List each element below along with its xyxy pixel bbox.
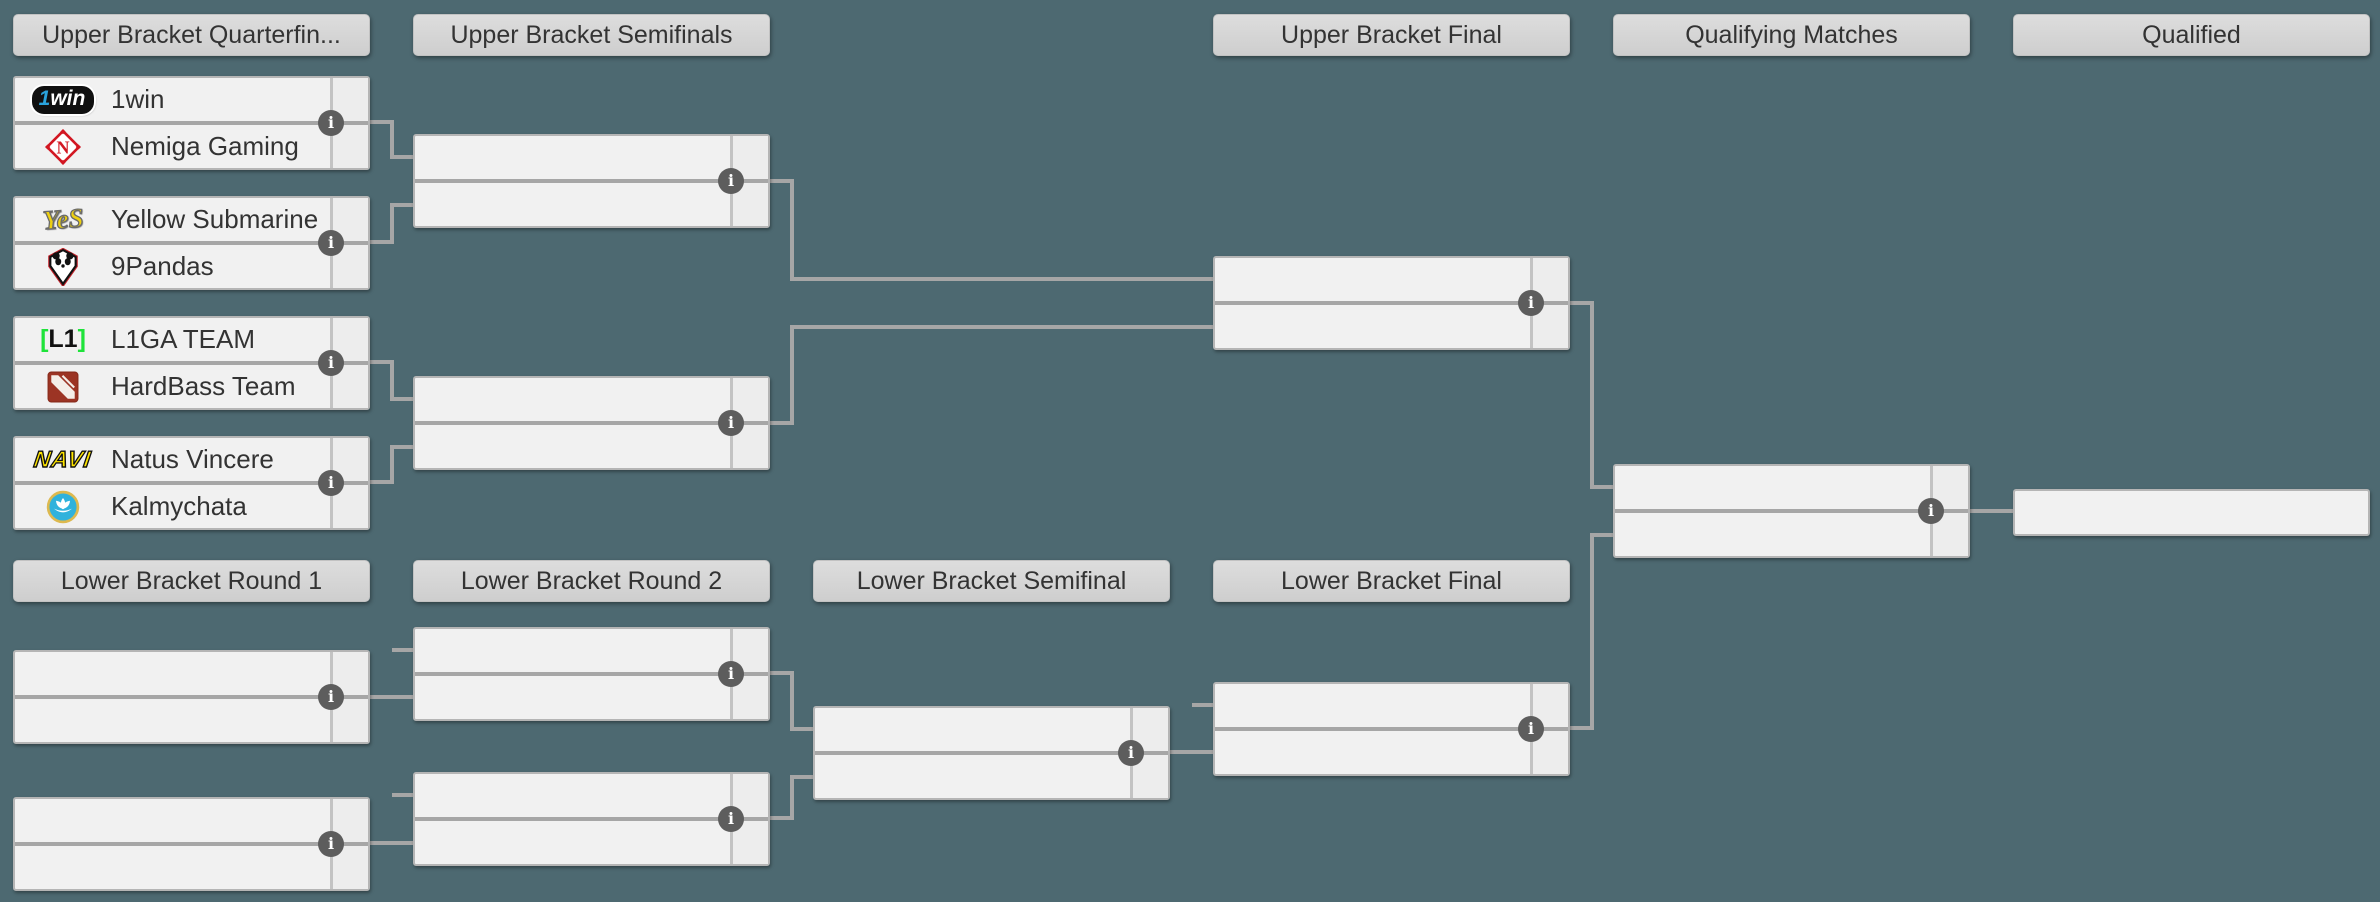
info-icon[interactable]: i (1518, 290, 1544, 316)
team-slot-empty (415, 425, 768, 468)
team-row-natus-vincere[interactable]: NAVI Natus Vincere (15, 438, 368, 481)
match-divider (815, 751, 1168, 755)
match-lb-r1-1: i (13, 650, 370, 744)
team-slot-empty (15, 799, 368, 842)
team-slot-empty (815, 708, 1168, 751)
9pandas-logo-icon (19, 247, 107, 286)
match-ub-final: i (1213, 256, 1570, 350)
qualified-slot (2013, 489, 2370, 536)
match-lb-semifinal: i (813, 706, 1170, 800)
header-qualifying-matches: Qualifying Matches (1613, 14, 1970, 56)
team-name: 9Pandas (111, 251, 214, 281)
info-icon[interactable]: i (1118, 740, 1144, 766)
team-row-hardbass-team[interactable]: HardBass Team (15, 365, 368, 408)
team-name: Natus Vincere (111, 444, 274, 474)
team-row-l1ga-team[interactable]: [L1] L1GA TEAM (15, 318, 368, 361)
team-slot-empty (15, 652, 368, 695)
match-divider (1215, 727, 1568, 731)
header-upper-bracket-quarterfinals: Upper Bracket Quarterfin... (13, 14, 370, 56)
team-slot-empty (415, 629, 768, 672)
team-slot-empty (415, 676, 768, 719)
info-icon[interactable]: i (318, 110, 344, 136)
hardbass-dota-logo-icon (19, 371, 107, 403)
kalmychata-logo-icon (19, 490, 107, 524)
header-upper-bracket-semifinals: Upper Bracket Semifinals (413, 14, 770, 56)
team-slot-empty (1215, 305, 1568, 348)
match-divider (15, 481, 368, 485)
team-row-9pandas[interactable]: 9Pandas (15, 245, 368, 288)
info-icon[interactable]: i (318, 350, 344, 376)
team-slot-empty (815, 755, 1168, 798)
team-slot-empty (1215, 684, 1568, 727)
team-row-kalmychata[interactable]: Kalmychata (15, 485, 368, 528)
match-qualifying: i (1613, 464, 1970, 558)
match-divider (15, 121, 368, 125)
match-lb-r2-1: i (413, 627, 770, 721)
match-divider (15, 842, 368, 846)
match-ub-qf-2: YeS Yellow Submarine 9Pandas i (13, 196, 370, 290)
info-icon[interactable]: i (718, 168, 744, 194)
match-divider (1215, 301, 1568, 305)
info-icon[interactable]: i (318, 230, 344, 256)
navi-logo-icon: NAVI (32, 445, 94, 472)
l1ga-logo-icon: [L1] (40, 325, 86, 353)
match-divider (1615, 509, 1968, 513)
team-slot-empty (1215, 731, 1568, 774)
team-slot-empty (2015, 491, 2368, 534)
info-icon[interactable]: i (1518, 716, 1544, 742)
info-icon[interactable]: i (318, 684, 344, 710)
match-ub-sf-1: i (413, 134, 770, 228)
team-name: Kalmychata (111, 491, 247, 521)
team-name: 1win (111, 84, 165, 114)
team-slot-empty (415, 183, 768, 226)
match-divider (15, 241, 368, 245)
info-icon[interactable]: i (318, 470, 344, 496)
match-lb-final: i (1213, 682, 1570, 776)
svg-text:N: N (57, 137, 70, 157)
team-name: HardBass Team (111, 371, 296, 401)
header-lower-bracket-final: Lower Bracket Final (1213, 560, 1570, 602)
nemiga-logo-icon: N (19, 128, 107, 165)
match-ub-qf-4: NAVI Natus Vincere Kalmychata i (13, 436, 370, 530)
team-slot-empty (415, 821, 768, 864)
match-divider (15, 695, 368, 699)
match-divider (415, 817, 768, 821)
match-divider (415, 421, 768, 425)
team-slot-empty (1615, 513, 1968, 556)
team-slot-empty (15, 699, 368, 742)
info-icon[interactable]: i (718, 410, 744, 436)
match-divider (415, 672, 768, 676)
team-row-1win[interactable]: 1win 1win (15, 78, 368, 121)
team-row-yellow-submarine[interactable]: YeS Yellow Submarine (15, 198, 368, 241)
team-name: Nemiga Gaming (111, 131, 299, 161)
header-lower-bracket-round-2: Lower Bracket Round 2 (413, 560, 770, 602)
yellow-submarine-logo-icon: YeS (41, 202, 85, 236)
header-lower-bracket-semifinal: Lower Bracket Semifinal (813, 560, 1170, 602)
match-ub-qf-1: 1win 1win N Nemiga Gaming i (13, 76, 370, 170)
match-divider (415, 179, 768, 183)
team-slot-empty (415, 136, 768, 179)
team-name: Yellow Submarine (111, 204, 319, 234)
team-name: L1GA TEAM (111, 324, 256, 354)
match-lb-r1-2: i (13, 797, 370, 891)
team-slot-empty (1215, 258, 1568, 301)
team-row-nemiga-gaming[interactable]: N Nemiga Gaming (15, 125, 368, 168)
header-lower-bracket-round-1: Lower Bracket Round 1 (13, 560, 370, 602)
info-icon[interactable]: i (718, 806, 744, 832)
info-icon[interactable]: i (1918, 498, 1944, 524)
team-slot-empty (15, 846, 368, 889)
match-divider (15, 361, 368, 365)
1win-logo-icon: 1win (19, 85, 107, 114)
header-qualified: Qualified (2013, 14, 2370, 56)
team-slot-empty (415, 378, 768, 421)
match-lb-r2-2: i (413, 772, 770, 866)
match-ub-qf-3: [L1] L1GA TEAM HardBass Team i (13, 316, 370, 410)
team-slot-empty (1615, 466, 1968, 509)
header-upper-bracket-final: Upper Bracket Final (1213, 14, 1570, 56)
match-ub-sf-2: i (413, 376, 770, 470)
info-icon[interactable]: i (718, 661, 744, 687)
info-icon[interactable]: i (318, 831, 344, 857)
team-slot-empty (415, 774, 768, 817)
